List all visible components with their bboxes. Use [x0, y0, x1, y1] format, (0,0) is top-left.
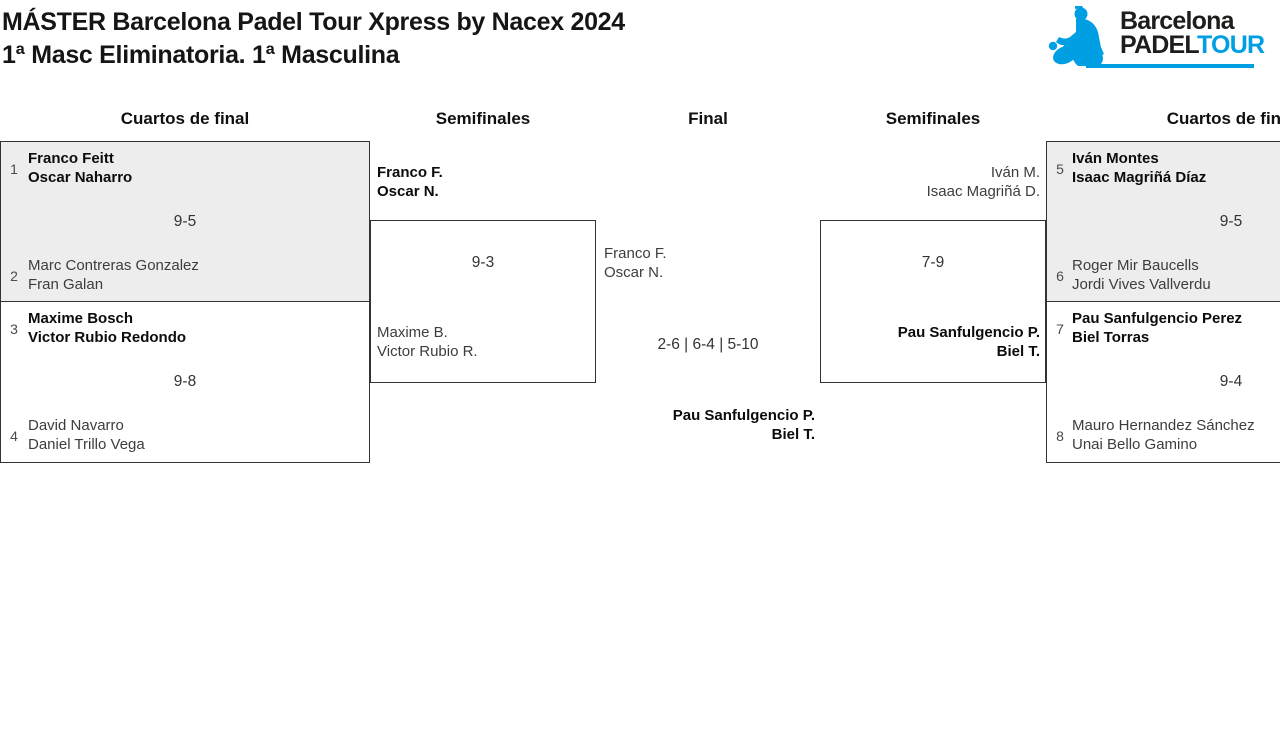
player-name: Roger Mir Baucells	[1072, 257, 1199, 274]
logo-brand-line2: PADELTOUR	[1120, 31, 1265, 59]
match-score: 7-9	[921, 254, 945, 271]
team-entry-qf-right-1-a: Iván Montes Isaac Magriñá Díaz	[1072, 149, 1206, 187]
match-box-qf-left-2	[0, 301, 370, 463]
player-name: Maxime B.	[377, 324, 448, 341]
team-entry-final-b: Pau Sanfulgencio P. Biel T.	[595, 406, 815, 444]
team-entry-sf-left-a: Franco F. Oscar N.	[377, 163, 443, 201]
logo-brand-name: Barcelona	[1120, 7, 1234, 35]
seed-number: 3	[10, 321, 18, 337]
tournament-subtitle: 1ª Masc Eliminatoria. 1ª Masculina	[2, 41, 400, 69]
match-score: 9-5	[1219, 213, 1243, 230]
player-name: Victor Rubio R.	[377, 343, 478, 360]
tournament-title: MÁSTER Barcelona Padel Tour Xpress by Na…	[2, 8, 625, 36]
seed-number: 4	[10, 428, 18, 444]
player-name: Daniel Trillo Vega	[28, 436, 145, 453]
player-name: Franco F.	[604, 245, 667, 262]
match-score: 2-6 | 6-4 | 5-10	[657, 336, 759, 353]
team-entry-qf-left-1-b: Marc Contreras Gonzalez Fran Galan	[28, 256, 199, 294]
padel-player-icon	[1048, 6, 1104, 66]
match-score: 9-8	[173, 373, 197, 390]
team-entry-sf-right-a: Iván M. Isaac Magriñá D.	[820, 163, 1040, 201]
player-name: Biel T.	[996, 343, 1040, 360]
match-score: 9-3	[471, 254, 495, 271]
round-header-sf-right: Semifinales	[885, 109, 981, 128]
player-name: Fran Galan	[28, 276, 104, 293]
logo-padel-text: PADEL	[1120, 31, 1198, 59]
match-box-sf-left	[370, 220, 596, 383]
seed-number: 7	[1056, 321, 1064, 337]
player-name: Mauro Hernandez Sánchez	[1072, 417, 1255, 434]
round-header-qf-right: Cuartos de final	[1166, 109, 1280, 128]
barcelona-padel-tour-logo: Barcelona PADELTOUR	[1048, 4, 1265, 76]
player-name: Franco F.	[377, 164, 443, 181]
team-entry-qf-left-1-a: Franco Feitt Oscar Naharro	[28, 149, 132, 187]
round-header-qf-left: Cuartos de final	[120, 109, 250, 128]
round-header-final: Final	[688, 109, 728, 128]
match-box-qf-right-1	[1046, 141, 1280, 302]
team-entry-qf-left-2-a: Maxime Bosch Victor Rubio Redondo	[28, 309, 186, 347]
player-name: Oscar N.	[377, 183, 439, 200]
team-entry-final-a: Franco F. Oscar N.	[604, 244, 667, 282]
page-title: MÁSTER Barcelona Padel Tour Xpress by Na…	[2, 6, 625, 72]
team-entry-sf-left-b: Maxime B. Victor Rubio R.	[377, 323, 478, 361]
player-name: Iván Montes	[1072, 150, 1159, 167]
team-entry-qf-right-1-b: Roger Mir Baucells Jordi Vives Vallverdu	[1072, 256, 1211, 294]
logo-tour-text: TOUR	[1197, 31, 1265, 59]
team-entry-sf-right-b: Pau Sanfulgencio P. Biel T.	[820, 323, 1040, 361]
player-name: Pau Sanfulgencio P.	[672, 407, 815, 424]
player-name: Marc Contreras Gonzalez	[28, 257, 199, 274]
player-name: Jordi Vives Vallverdu	[1072, 276, 1211, 293]
seed-number: 8	[1056, 428, 1064, 444]
seed-number: 2	[10, 268, 18, 284]
logo-underline-bar	[1086, 64, 1254, 68]
seed-number: 6	[1056, 268, 1064, 284]
match-box-qf-right-2	[1046, 301, 1280, 463]
team-entry-qf-right-2-a: Pau Sanfulgencio Perez Biel Torras	[1072, 309, 1242, 347]
team-entry-qf-left-2-b: David Navarro Daniel Trillo Vega	[28, 416, 145, 454]
player-name: Unai Bello Gamino	[1072, 436, 1198, 453]
player-name: Isaac Magriñá D.	[926, 183, 1040, 200]
seed-number: 1	[10, 161, 18, 177]
player-name: Oscar N.	[604, 264, 664, 281]
match-box-sf-right	[820, 220, 1046, 383]
team-entry-qf-right-2-b: Mauro Hernandez Sánchez Unai Bello Gamin…	[1072, 416, 1255, 454]
player-name: Pau Sanfulgencio Perez	[1072, 310, 1243, 327]
round-header-sf-left: Semifinales	[435, 109, 531, 128]
player-name: Maxime Bosch	[28, 310, 134, 327]
player-name: David Navarro	[28, 417, 124, 434]
player-name: Biel Torras	[1072, 329, 1150, 346]
match-score: 9-5	[173, 213, 197, 230]
match-score: 9-4	[1219, 373, 1243, 390]
player-name: Oscar Naharro	[28, 169, 133, 186]
player-name: Biel T.	[771, 426, 815, 443]
player-name: Pau Sanfulgencio P.	[897, 324, 1040, 341]
player-name: Victor Rubio Redondo	[28, 329, 187, 346]
player-name: Iván M.	[990, 164, 1040, 181]
player-name: Isaac Magriñá Díaz	[1072, 169, 1207, 186]
match-box-qf-left-1	[0, 141, 370, 302]
player-name: Franco Feitt	[28, 150, 114, 167]
seed-number: 5	[1056, 161, 1064, 177]
